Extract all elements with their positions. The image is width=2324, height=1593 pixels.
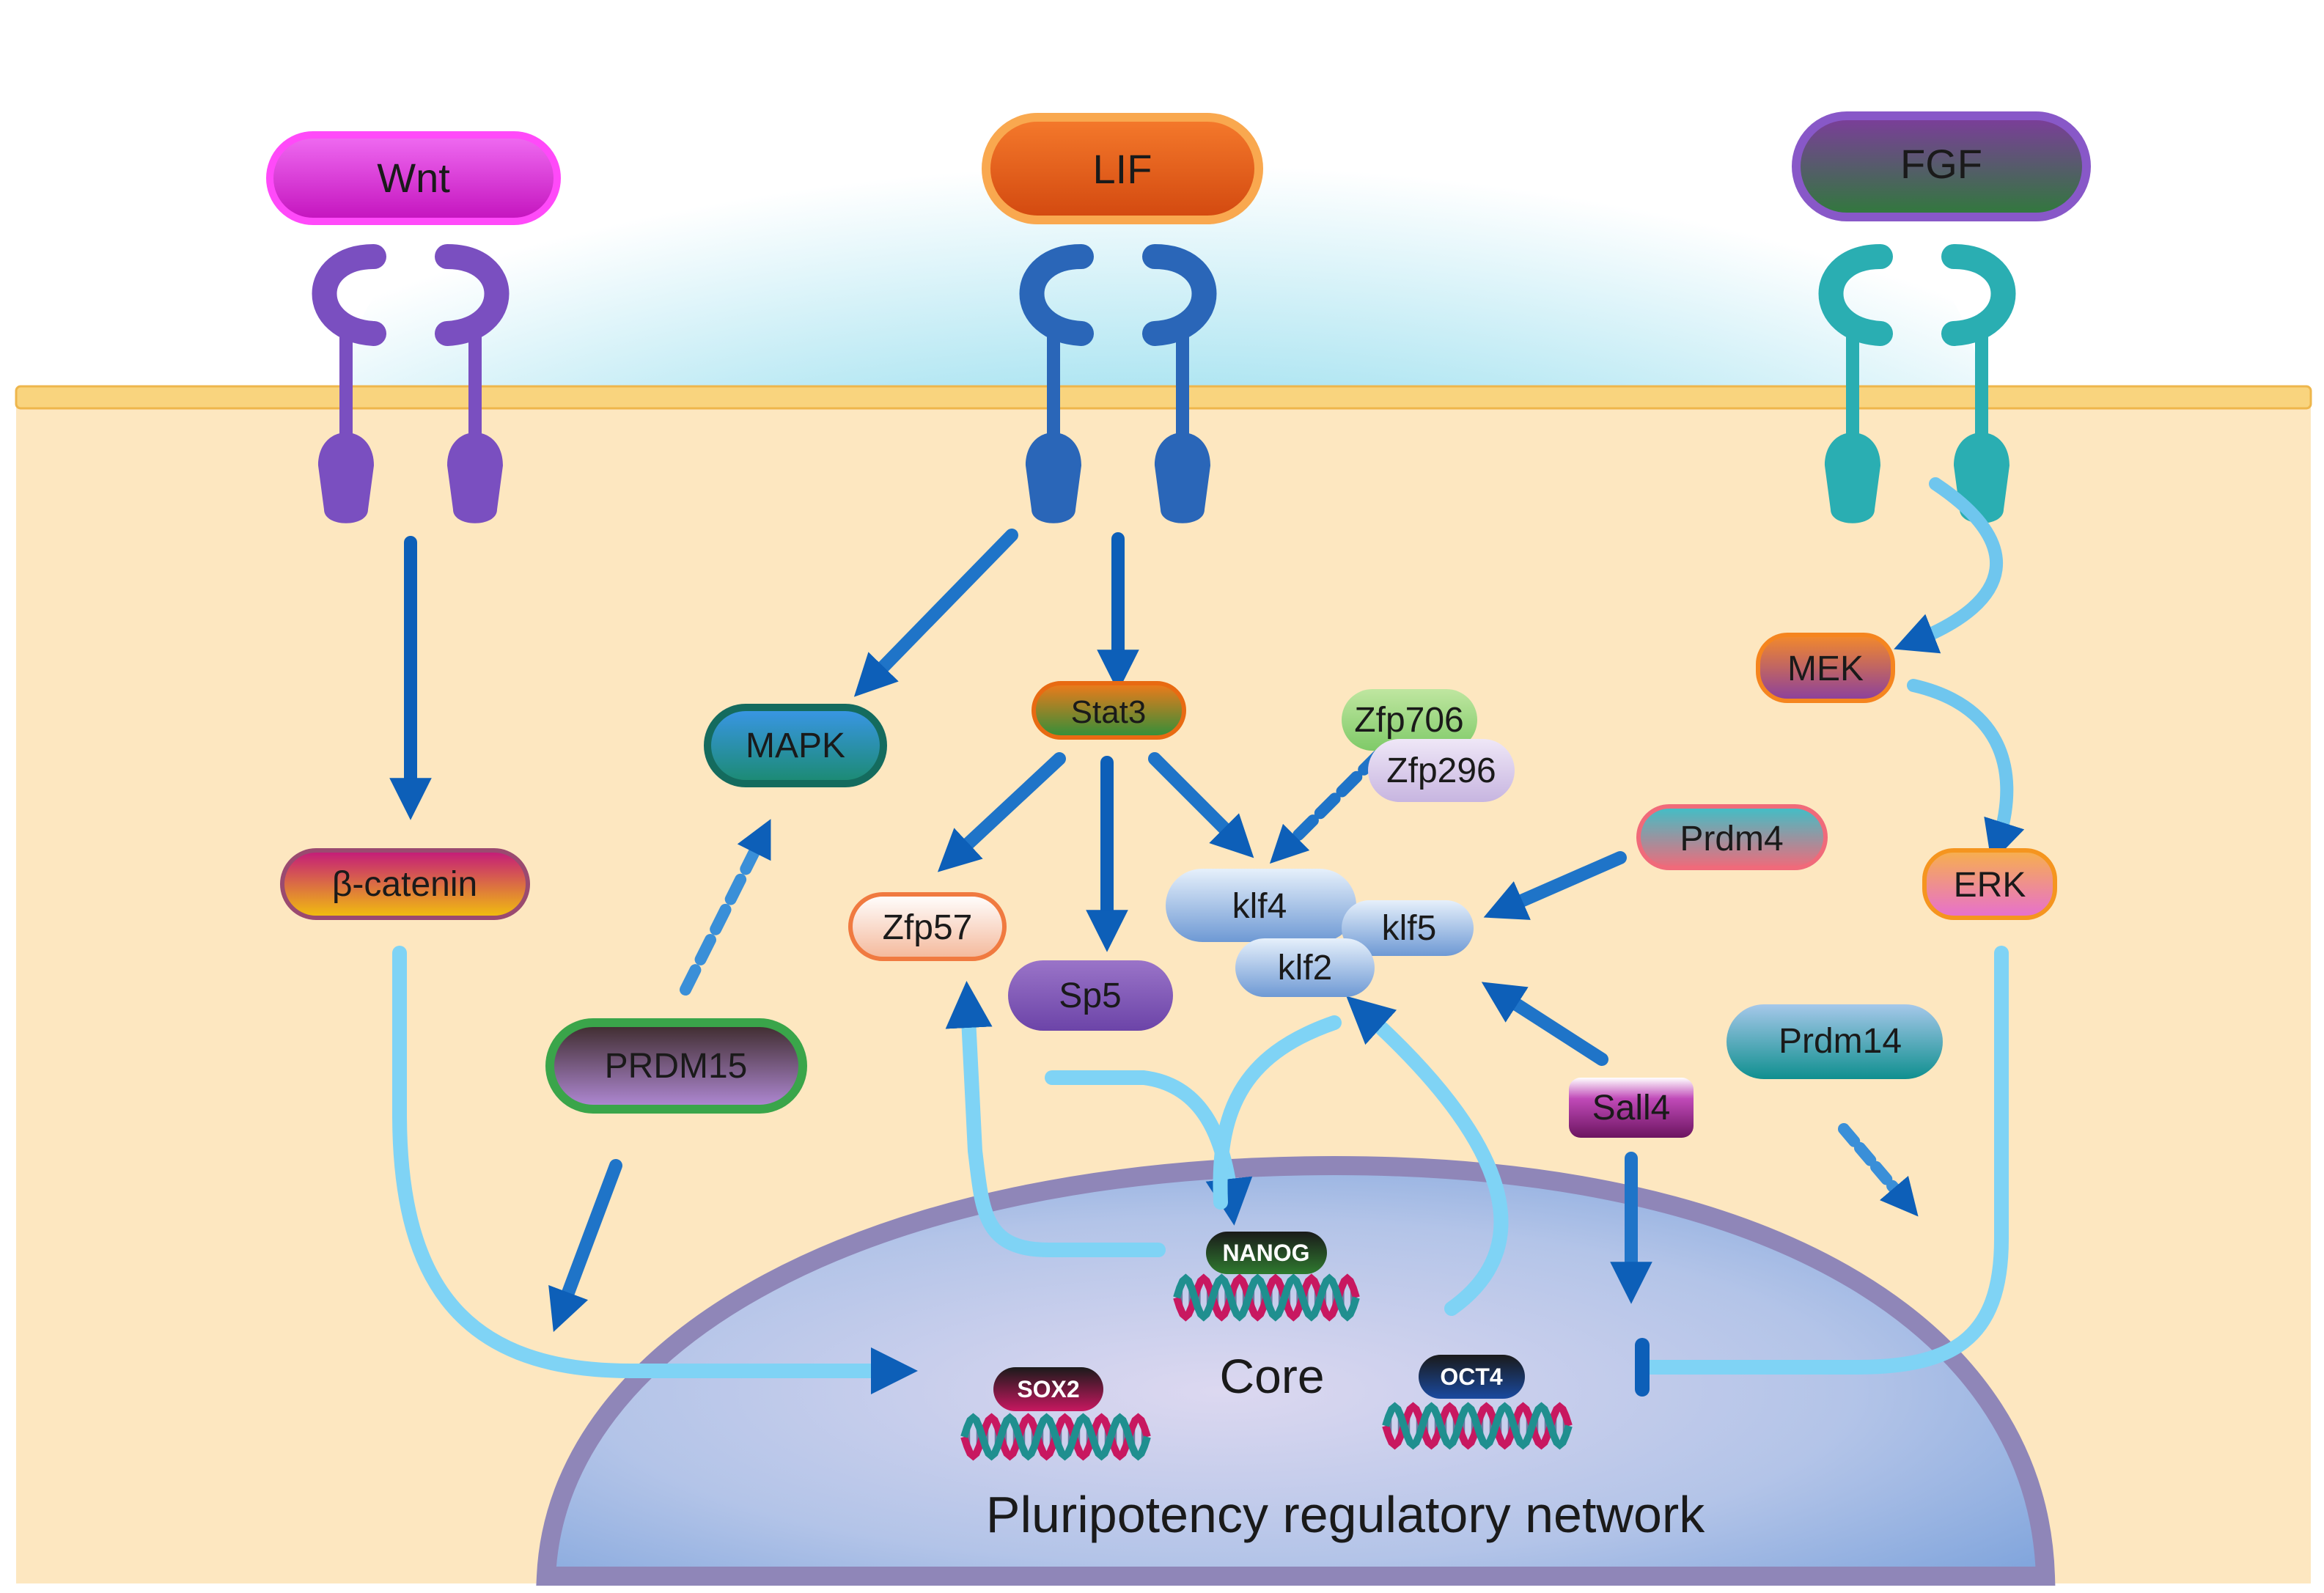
zfp57-label: Zfp57 [883,908,973,947]
sp5-label: Sp5 [1059,976,1121,1015]
zfp706-node [1342,689,1477,751]
oct4-label: OCT4 [1440,1364,1503,1390]
oct4-tag [1419,1355,1525,1399]
arrow-core-to-zfp57 [945,981,1166,1257]
sp5-node [1008,960,1173,1031]
arrow-prdm4-to-klf5 [1483,851,1627,920]
mek-node [1756,633,1895,703]
nanog-dna [1173,1273,1360,1322]
wnt-label: Wnt [377,155,450,201]
prdm15-label: PRDM15 [605,1047,748,1086]
klf4-node [1166,869,1356,942]
lif-ligand [982,113,1263,224]
arrow-lif-to-mapk [853,529,1018,697]
prdm14-label: Prdm14 [1779,1022,1902,1061]
arrow-sall4-to-klf5 [1481,982,1608,1066]
mapk-label: MAPK [746,726,845,765]
network-label: Pluripotency regulatory network [986,1486,1705,1543]
nanog-label: NANOG [1222,1240,1309,1266]
klf4-label: klf4 [1232,887,1287,926]
oct4-dna [1382,1402,1573,1450]
prdm4-label: Prdm4 [1680,820,1783,858]
arrow-klf-to-nanog [1213,1015,1342,1210]
sall4-label: Sall4 [1592,1089,1671,1127]
wnt-receptor [312,244,510,523]
inhibition-erk-to-network [1635,946,2009,1375]
prdm4-node [1636,804,1828,870]
zfp296-node [1368,739,1515,802]
fgf-ligand [1792,111,2091,221]
mapk-node [704,704,887,787]
arrow-sp5-to-nanog [1045,1070,1253,1226]
cell-membrane [15,385,2312,410]
arrow-prdm15-to-mapk [680,819,771,996]
klf2-label: klf2 [1278,949,1333,987]
stat3-label: Stat3 [1071,694,1147,730]
wnt-ligand [266,131,561,225]
sall4-node [1569,1078,1694,1138]
arrow-fgf-to-mek [1894,477,2004,654]
zfp296-label: Zfp296 [1386,751,1496,790]
klf5-label: klf5 [1382,909,1437,948]
arrow-mek-to-erk [1907,679,2025,864]
prdm14-node [1727,1004,1943,1079]
stat3-node [1032,681,1186,740]
fgf-label: FGF [1900,141,1982,187]
arrow-beta-catenin-to-sox2 [392,946,919,1395]
sox2-dna [960,1413,1151,1461]
arrow-prdm15-to-nucleus [548,1159,622,1332]
lif-label: LIF [1093,146,1152,192]
arrow-zfp706-to-klf4 [1269,749,1384,864]
klf2-node [1235,938,1375,997]
beta-catenin-node [280,848,530,920]
arrow-stat3-to-klf4 [1148,752,1254,858]
lif-receptor [1019,244,1217,523]
core-label: Core [1219,1349,1324,1403]
zfp57-node [848,892,1007,961]
zfp706-label: Zfp706 [1354,701,1463,740]
arrow-oct4-to-klf [1346,996,1509,1316]
klf5-node [1342,900,1474,956]
nanog-tag [1206,1232,1327,1274]
sox2-tag [993,1367,1103,1411]
beta-catenin-label: β-catenin [332,865,477,904]
erk-node [1922,848,2057,920]
mek-label: MEK [1787,650,1864,688]
prdm15-node [545,1018,807,1114]
sox2-label: SOX2 [1017,1376,1079,1402]
erk-label: ERK [1954,866,2026,905]
arrow-prdm14-to-nucleus [1838,1123,1919,1217]
arrow-stat3-to-zfp57 [937,752,1066,872]
